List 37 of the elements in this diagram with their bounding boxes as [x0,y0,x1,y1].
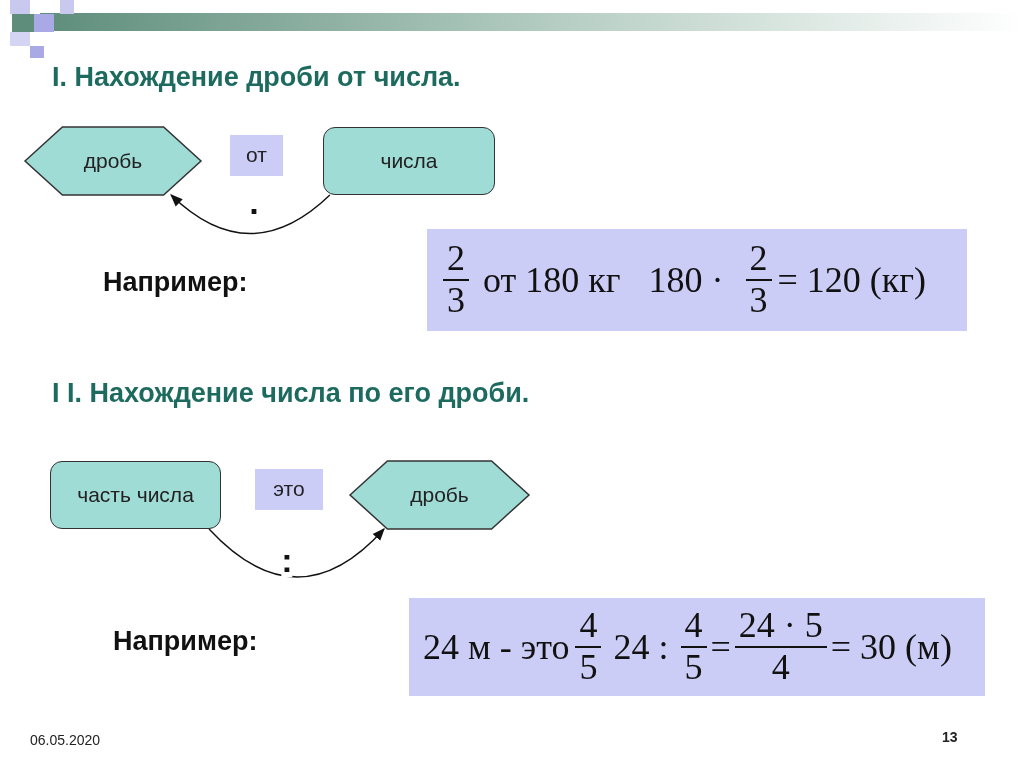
word-tag [255,469,323,510]
section-heading: I I. Нахождение числа по его дроби. [52,378,530,409]
example-label: Например: [113,626,258,657]
rounded-box [50,461,221,529]
node-label: от [246,143,267,167]
node-label: это [273,477,305,501]
section-heading: I. Нахождение дроби от числа. [52,62,461,93]
formula-text: = [710,626,731,668]
curved-arrow [208,528,385,578]
numerator: 2 [443,239,469,281]
numerator: 4 [680,606,707,648]
example-label: Например: [103,267,248,298]
rounded-box [323,127,495,195]
formula-text: 24 м - это [423,626,570,668]
page-number: 13 [942,729,958,745]
numerator: 24 · 5 [734,606,827,648]
denominator: 3 [748,281,769,321]
denominator: 4 [770,648,791,688]
formula-panel [409,598,985,696]
numerator: 4 [575,606,602,648]
denominator: 5 [683,648,704,688]
node-label: часть числа [77,483,194,507]
denominator: 5 [578,648,599,688]
formula-text: от 180 кг [483,259,621,301]
date-text: 06.05.2020 [30,732,101,748]
curved-arrow [170,194,331,235]
numerator: 2 [745,239,772,281]
denominator: 3 [446,281,466,321]
formula-text: 24 : [613,626,669,668]
node-label: числа [380,149,438,173]
formula-text: = 30 (м) [830,626,952,668]
formula-panel [427,229,967,331]
formula-text: = 120 (кг) [777,259,927,301]
node-label: дробь [410,483,469,507]
word-tag [230,135,283,176]
formula-text: 180 · [648,259,724,301]
node-label: дробь [83,149,143,173]
